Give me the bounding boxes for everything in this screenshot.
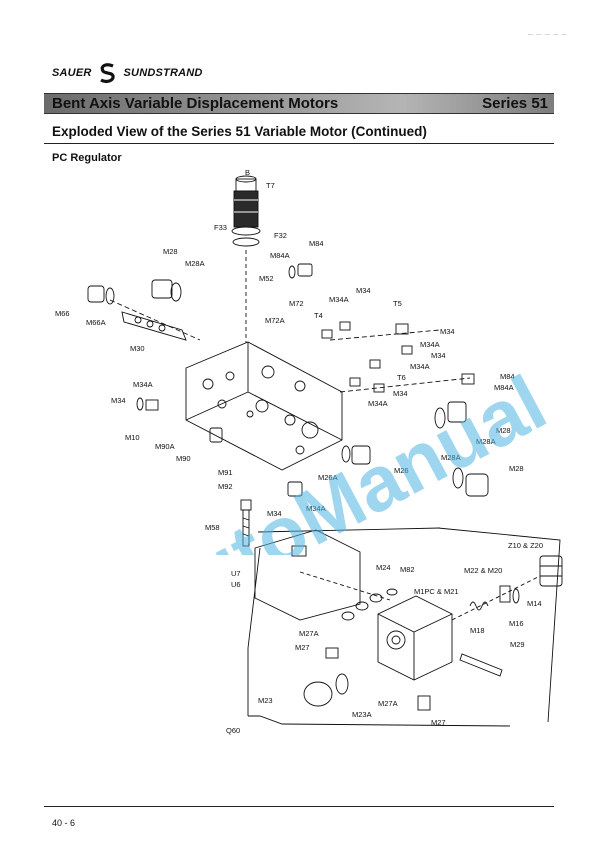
corner-mark: — — — — — [528,32,568,38]
label-m28-top: M28 [163,247,178,256]
label-m84-right: M84 [500,372,515,381]
plug-m28-left-part [151,279,182,302]
label-t7: T7 [266,181,275,190]
brand-left: SAUER [52,67,92,79]
label-m1pc-m21: M1PC & M21 [414,587,459,596]
footer-divider [44,806,554,807]
label-m26: M26 [394,466,409,475]
orings-m24-part [341,588,398,621]
label-m34-left: M34 [111,396,126,405]
fitting-m84-part [288,263,313,279]
label-f33: F33 [214,223,227,232]
label-m28a-top: M28A [185,259,205,268]
label-u6: U6 [231,580,241,589]
label-t4: T4 [314,311,323,320]
label-m84a-top: M84A [270,251,290,260]
brand-logo: SAUER SUNDSTRAND [52,62,203,84]
section-subtitle: PC Regulator [52,152,122,164]
label-m34-bottom: M34 [267,509,282,518]
page-number: 40 - 6 [52,818,76,828]
label-m26a: M26A [318,473,338,482]
banner-title: Bent Axis Variable Displacement Motors [52,95,339,112]
body-m1pc-part [377,595,453,681]
spring-m18-part [469,585,520,611]
label-m58: M58 [205,523,220,532]
label-m30: M30 [130,344,145,353]
plug-m66-part [87,285,115,305]
label-z10-z20: Z10 & Z20 [508,541,543,550]
plug-t7-part [231,175,261,247]
fitting-m34-bottom-part [287,481,303,497]
label-q60: Q60 [226,726,240,735]
label-m52: M52 [259,274,274,283]
label-m23a: M23A [352,710,372,719]
label-m24: M24 [376,563,391,572]
label-u7: U7 [231,569,241,578]
label-m34a-r2: M34A [410,362,430,371]
spool-m30-part [121,311,187,341]
label-m28a-right: M28A [476,437,496,446]
fitting-m34-left-part [136,397,159,411]
label-m72: M72 [289,299,304,308]
label-m92: M92 [218,482,233,491]
label-b: B [245,168,250,177]
plug-m28-right-part [434,401,489,497]
label-m91: M91 [218,468,233,477]
label-m66a: M66A [86,318,106,327]
label-m28a-low: M28A [441,453,461,462]
label-t5: T5 [393,299,402,308]
label-m82: M82 [400,565,415,574]
plug-m26-part [341,445,371,465]
sundstrand-logo-icon [99,63,115,83]
label-m66: M66 [55,309,70,318]
label-m34-r2: M34 [431,351,446,360]
section-banner: Bent Axis Variable Displacement Motors S… [44,93,554,114]
plug-m23-part [303,673,349,707]
label-t6: T6 [397,373,406,382]
plug-m90-part [209,427,223,443]
page-title: Exploded View of the Series 51 Variable … [52,124,427,139]
label-m34-mid: M34 [393,389,408,398]
label-m28-low: M28 [509,464,524,473]
label-m34-top: M34 [356,286,371,295]
fitting-m27-part [325,647,431,711]
label-m29: M29 [510,640,525,649]
housing-m10-part [185,341,343,471]
manifold-block-part [254,529,361,621]
detail-frame-bottom [248,715,511,727]
label-m84a-right: M84A [494,383,514,392]
detail-frame-left [247,547,261,716]
label-m22-m20: M22 & M20 [464,566,502,575]
label-m34a-left: M34A [133,380,153,389]
bolt-m29-part [459,653,503,677]
label-m90: M90 [176,454,191,463]
brand-right: SUNDSTRAND [123,67,203,79]
label-m18: M18 [470,626,485,635]
label-m23: M23 [258,696,273,705]
label-m84-top: M84 [309,239,324,248]
banner-series: Series 51 [482,95,548,112]
label-f32: F32 [274,231,287,240]
label-m27-top: M27 [295,643,310,652]
label-m27a-bottom: M27A [378,699,398,708]
label-m28-right: M28 [496,426,511,435]
label-m10: M10 [125,433,140,442]
detail-frame-right [437,527,561,723]
label-m34-r1: M34 [440,327,455,336]
label-m34a-top: M34A [329,295,349,304]
label-m90a: M90A [155,442,175,451]
bolt-m58-part [240,499,252,547]
label-m34a-bottom: M34A [306,504,326,513]
label-m27a-top: M27A [299,629,319,638]
label-m72a: M72A [265,316,285,325]
title-divider [44,143,554,144]
label-m34a-mid: M34A [368,399,388,408]
label-m34a-r1: M34A [420,340,440,349]
label-m27-bottom: M27 [431,718,446,727]
label-m16: M16 [509,619,524,628]
label-m14: M14 [527,599,542,608]
